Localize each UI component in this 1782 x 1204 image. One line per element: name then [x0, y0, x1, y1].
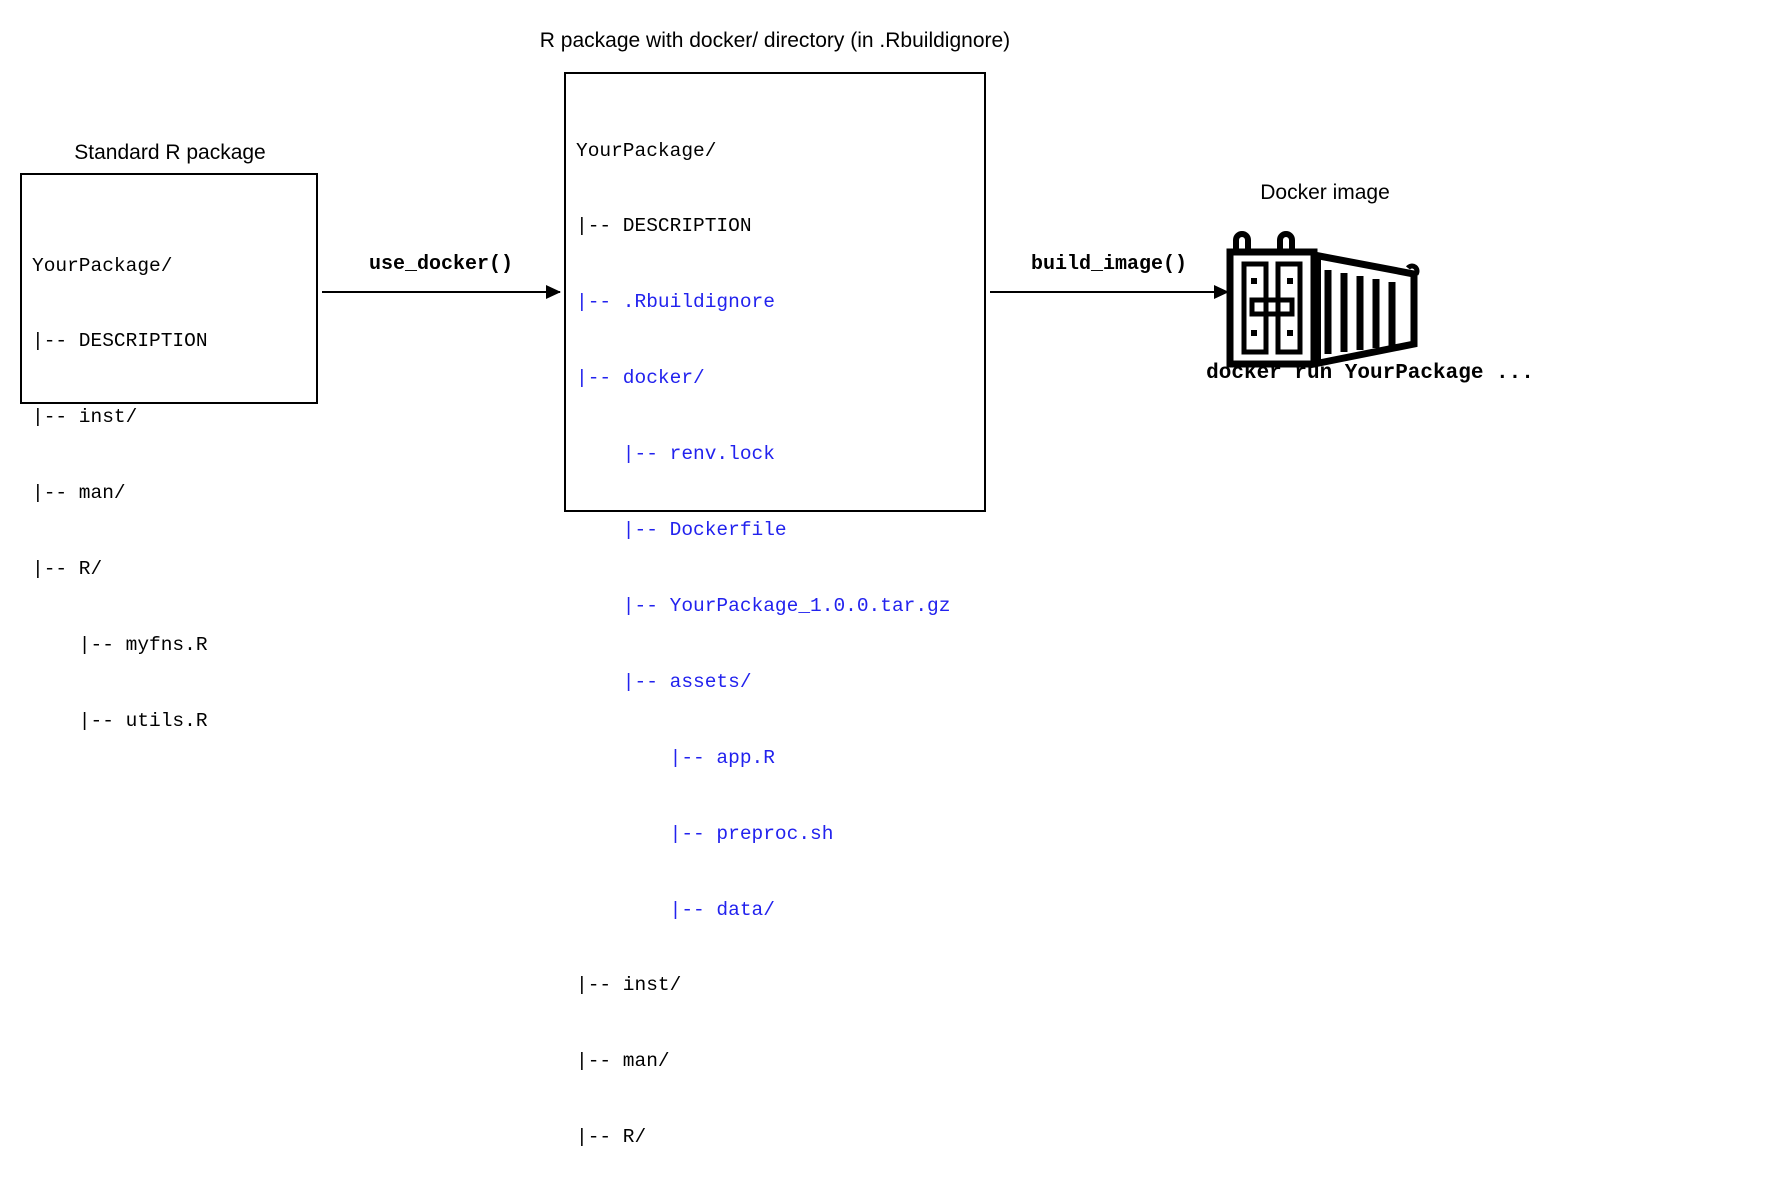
docker-package-title: R package with docker/ directory (in .Rb… [539, 29, 1011, 52]
tree-line: |-- inst/ [576, 974, 682, 997]
use-docker-arrow-icon [322, 285, 561, 299]
docker-run-command: docker run YourPackage ... [1206, 362, 1534, 385]
docker-package-tree: YourPackage/ |-- DESCRIPTION |-- .Rbuild… [566, 74, 984, 1204]
tree-line: |-- Dockerfile [576, 519, 787, 542]
tree-line: |-- DESCRIPTION [32, 330, 208, 353]
tree-line: |-- .Rbuildignore [576, 291, 775, 314]
tree-line: YourPackage/ [576, 139, 717, 162]
docker-package-box: YourPackage/ |-- DESCRIPTION |-- .Rbuild… [564, 72, 986, 1204]
standard-package-tree: YourPackage/ |-- DESCRIPTION |-- inst/ |… [22, 175, 316, 785]
tree-line: YourPackage/ [32, 254, 173, 277]
tree-line: |-- man/ [576, 1050, 670, 1073]
tree-line: |-- preproc.sh [576, 822, 834, 845]
tree-line: |-- inst/ [32, 406, 138, 429]
tree-line: |-- myfns.R [576, 1201, 984, 1204]
diagram-canvas: Standard R package YourPackage/ |-- DESC… [20, 29, 1534, 1204]
build-image-arrow-icon [990, 285, 1229, 299]
docker-container-icon [1222, 222, 1422, 370]
tree-line: |-- R/ [576, 1126, 647, 1149]
docker-image-title: Docker image [1260, 181, 1390, 204]
tree-line: |-- man/ [32, 482, 126, 505]
tree-line: |-- utils.R [32, 709, 208, 732]
standard-package-box: YourPackage/ |-- DESCRIPTION |-- inst/ |… [20, 173, 318, 732]
tree-line: |-- YourPackage_1.0.0.tar.gz [576, 594, 951, 617]
tree-line: |-- renv.lock [576, 443, 775, 466]
build-image-arrow-label: build_image() [1030, 253, 1188, 276]
tree-line: |-- R/ [32, 558, 103, 581]
tree-line: |-- myfns.R [32, 634, 208, 657]
standard-package-title: Standard R package [74, 141, 266, 164]
tree-line: |-- DESCRIPTION [576, 215, 752, 238]
tree-line: |-- docker/ [576, 367, 705, 390]
tree-line: |-- data/ [576, 898, 775, 921]
tree-line: |-- app.R [576, 746, 775, 769]
tree-line: |-- assets/ [576, 670, 752, 693]
use-docker-arrow-label: use_docker() [368, 253, 514, 276]
